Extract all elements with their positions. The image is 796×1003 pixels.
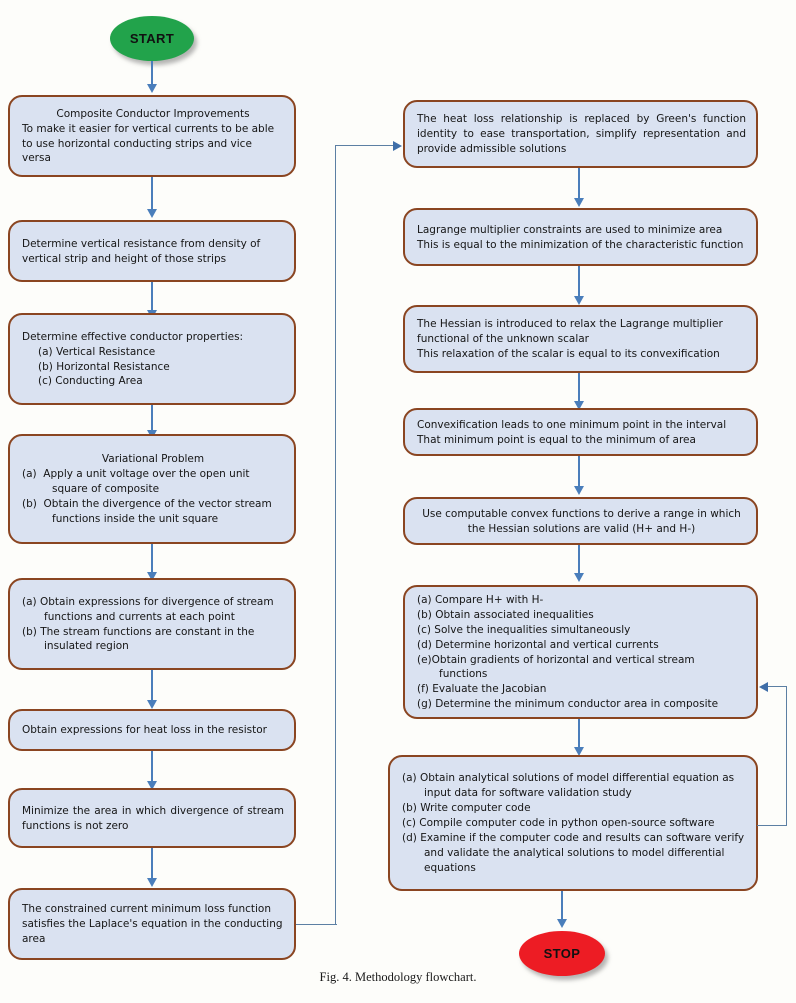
n7-body: Minimize the area in which divergence of… (22, 804, 288, 832)
connector-feedback-bottom (757, 825, 787, 827)
arrow-bridge-to-r1 (393, 141, 402, 151)
arrow-n6-to-n7 (147, 781, 157, 790)
n3-item-c: (c) Conducting Area (38, 375, 143, 388)
n3-title: Determine effective conductor properties… (22, 330, 244, 343)
node-heat-loss-expressions: Obtain expressions for heat loss in the … (8, 709, 296, 751)
arrow-start-to-n1 (147, 84, 157, 93)
n5-item-b: (b) The stream functions are constant in… (22, 625, 258, 653)
connector-n1-to-n2 (151, 177, 153, 211)
connector-r7-to-stop (561, 891, 563, 923)
n4-item-a: (a) Apply a unit voltage over the open u… (22, 468, 253, 496)
start-label: START (129, 31, 175, 46)
r2-line2: This is equal to the minimization of the… (417, 238, 744, 251)
connector-r3-to-r4 (578, 373, 580, 405)
arrow-r7-to-stop (557, 919, 567, 928)
n1-title: Composite Conductor Improvements (56, 107, 250, 120)
connector-bridge-to-r1-horizontal (335, 145, 395, 147)
connector-n4-to-n5 (151, 544, 153, 576)
node-laplace-equation: The constrained current minimum loss fun… (8, 888, 296, 960)
r7-item-b: (b) Write computer code (402, 802, 531, 815)
arrow-r1-to-r2 (574, 198, 584, 207)
r2-line1: Lagrange multiplier constraints are used… (417, 223, 723, 236)
r7-item-c: (c) Compile computer code in python open… (402, 817, 715, 830)
arrow-r6-to-r7 (574, 747, 584, 756)
connector-r5-to-r6 (578, 545, 580, 577)
figure-caption: Fig. 4. Methodology flowchart. (319, 970, 477, 984)
r1-body: The heat loss relationship is replaced b… (417, 113, 750, 155)
r6-item-c: (c) Solve the inequalities simultaneousl… (417, 623, 631, 636)
r4-line1: Convexification leads to one minimum poi… (417, 418, 727, 431)
node-lagrange-multiplier-constraints: Lagrange multiplier constraints are used… (403, 208, 758, 266)
node-variational-problem: Variational Problem (a) Apply a unit vol… (8, 434, 296, 544)
node-hessian-comparison-steps: (a) Compare H+ with H- (b) Obtain associ… (403, 585, 758, 719)
arrow-r2-to-r3 (574, 296, 584, 305)
connector-n3-to-n4 (151, 405, 153, 435)
arrow-feedback-to-r6 (759, 682, 768, 692)
start-terminator: START (110, 16, 194, 61)
r3-line2: This relaxation of the scalar is equal t… (417, 347, 720, 360)
connector-r4-to-r5 (578, 456, 580, 490)
connector-feedback-top (768, 686, 787, 688)
connector-n8-to-bridge-horizontal (296, 924, 337, 926)
n5-item-a: (a) Obtain expressions for divergence of… (22, 595, 277, 623)
n2-body: Determine vertical resistance from densi… (22, 237, 264, 265)
r7-item-d: (d) Examine if the computer code and res… (402, 831, 748, 874)
r4-line2: That minimum point is equal to the minim… (417, 433, 696, 446)
node-convexification-minimum: Convexification leads to one minimum poi… (403, 408, 758, 456)
connector-r6-to-r7 (578, 719, 580, 751)
node-greens-function-identity: The heat loss relationship is replaced b… (403, 100, 758, 168)
r6-item-b: (b) Obtain associated inequalities (417, 608, 594, 621)
arrow-n7-to-n8 (147, 878, 157, 887)
r6-item-g: (g) Determine the minimum conductor area… (417, 698, 719, 711)
connector-start-to-n1 (151, 61, 153, 86)
n3-item-b: (b) Horizontal Resistance (38, 360, 170, 373)
n6-body: Obtain expressions for heat loss in the … (22, 724, 267, 737)
node-composite-conductor-improvements: Composite Conductor Improvements To make… (8, 95, 296, 177)
connector-bridge-vertical (335, 145, 337, 925)
node-effective-conductor-properties: Determine effective conductor properties… (8, 313, 296, 405)
connector-r2-to-r3 (578, 266, 580, 300)
r6-item-a: (a) Compare H+ with H- (417, 593, 544, 606)
arrow-n5-to-n6 (147, 700, 157, 709)
r6-item-e: (e)Obtain gradients of horizontal and ve… (417, 653, 698, 681)
connector-n5-to-n6 (151, 670, 153, 704)
node-hessian-relaxation: The Hessian is introduced to relax the L… (403, 305, 758, 373)
n3-item-a: (a) Vertical Resistance (38, 345, 156, 358)
n1-body: To make it easier for vertical currents … (22, 122, 278, 165)
connector-n2-to-n3 (151, 282, 153, 314)
arrow-n1-to-n2 (147, 209, 157, 218)
n8-body: The constrained current minimum loss fun… (22, 903, 286, 945)
stop-terminator: STOP (519, 931, 605, 976)
r6-item-d: (d) Determine horizontal and vertical cu… (417, 638, 659, 651)
n4-item-b: (b) Obtain the divergence of the vector … (22, 497, 276, 525)
connector-n6-to-n7 (151, 751, 153, 785)
connector-n7-to-n8 (151, 848, 153, 882)
node-determine-vertical-resistance: Determine vertical resistance from densi… (8, 220, 296, 282)
r7-item-a: (a) Obtain analytical solutions of model… (402, 772, 738, 800)
node-minimize-area: Minimize the area in which divergence of… (8, 788, 296, 848)
node-computable-convex-functions: Use computable convex functions to deriv… (403, 497, 758, 545)
stop-label: STOP (543, 946, 581, 961)
node-divergence-expressions: (a) Obtain expressions for divergence of… (8, 578, 296, 670)
arrow-n4-to-n5 (147, 572, 157, 581)
r6-item-f: (f) Evaluate the Jacobian (417, 683, 547, 696)
arrow-r4-to-r5 (574, 486, 584, 495)
r5-body: Use computable convex functions to deriv… (422, 507, 745, 535)
r3-line1: The Hessian is introduced to relax the L… (417, 318, 727, 346)
connector-feedback-vertical (786, 686, 788, 826)
connector-r1-to-r2 (578, 168, 580, 202)
n4-title: Variational Problem (101, 453, 205, 466)
arrow-r5-to-r6 (574, 573, 584, 582)
arrow-r3-to-r4 (574, 401, 584, 410)
node-software-validation-steps: (a) Obtain analytical solutions of model… (388, 755, 758, 891)
